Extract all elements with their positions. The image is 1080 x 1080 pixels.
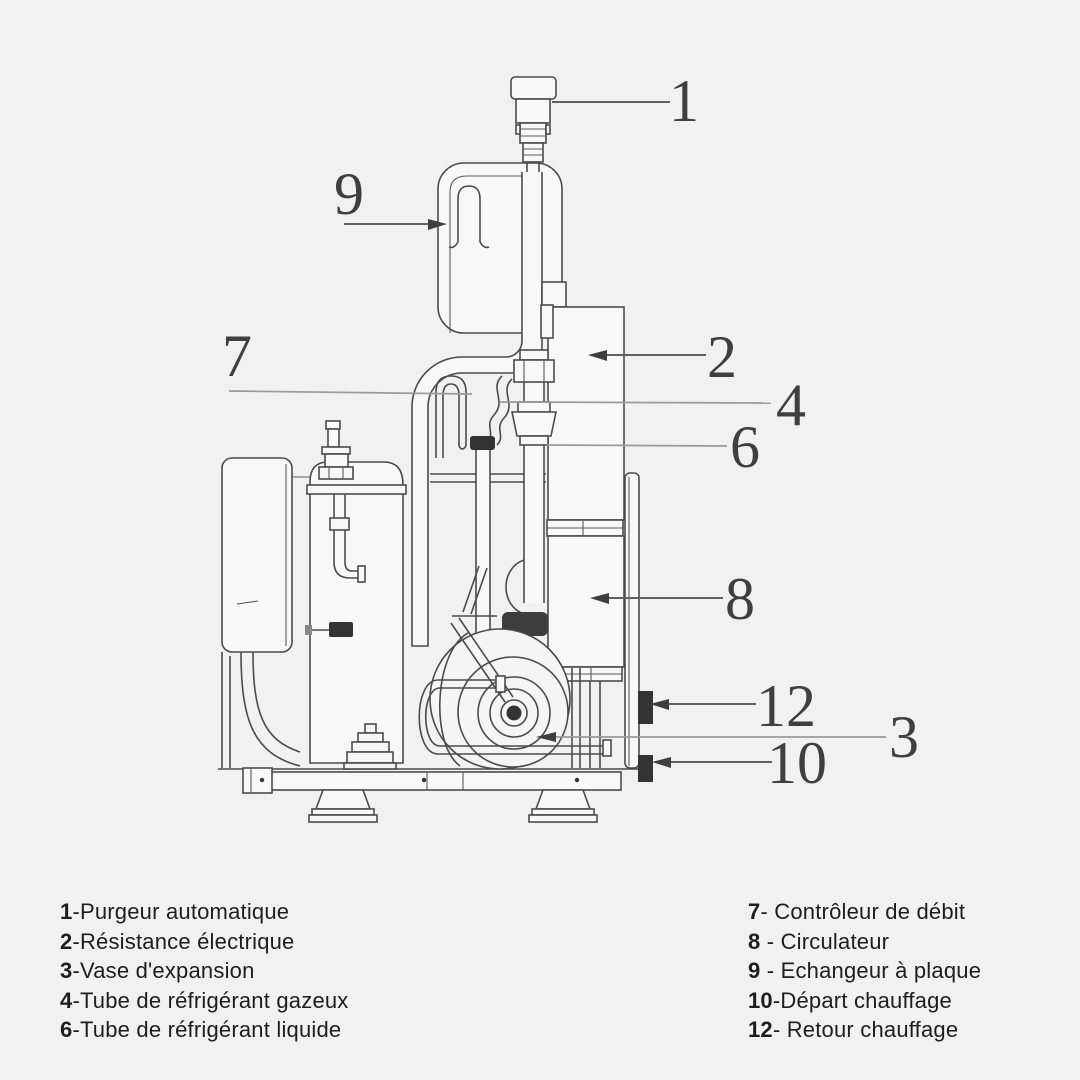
legend-label: - Echangeur à plaque (760, 958, 982, 983)
legend-num: 8 (748, 928, 761, 954)
air-vent-assembly (510, 76, 557, 334)
legend-left-column: 1-Purgeur automatique 2-Résistance élect… (60, 897, 349, 1045)
flow-controller (435, 375, 467, 458)
pump-housing-box (546, 519, 625, 682)
legend-label: -Tube de réfrigérant liquide (72, 1017, 342, 1042)
legend-item: 2-Résistance électrique (60, 927, 349, 957)
legend-item: 4-Tube de réfrigérant gazeux (60, 986, 349, 1016)
circulator-pump (418, 617, 612, 770)
base-frame (218, 767, 641, 823)
callout-12: 12 (756, 673, 816, 739)
legend-label: -Tube de réfrigérant gazeux (72, 987, 349, 1013)
legend-item: 9 - Echangeur à plaque (748, 956, 981, 986)
union-nut (511, 411, 557, 437)
callout-7: 7 (222, 323, 252, 389)
heat-pump-exploded-diagram: 1 9 7 2 4 6 8 12 3 10 (218, 68, 919, 823)
compressor-tank (305, 420, 407, 764)
legend-label: -Départ chauffage (772, 987, 952, 1013)
callout-4: 4 (776, 372, 806, 438)
legend-item: 8 - Circulateur (748, 927, 981, 957)
heating-ports (638, 691, 653, 782)
gas-tube-fitting (513, 359, 555, 383)
callout-lines (228, 101, 886, 768)
legend-num: 1 (60, 899, 73, 924)
legend-label: - Retour chauffage (772, 1017, 959, 1042)
callout-1: 1 (669, 68, 699, 134)
terminal-block (343, 723, 397, 770)
leader-4 (499, 401, 772, 404)
legend-num: 7 (748, 899, 761, 924)
vent-cap (510, 76, 557, 100)
legend-item: 10-Départ chauffage (748, 986, 981, 1016)
legend-label: - Contrôleur de débit (760, 899, 966, 924)
callout-3: 3 (889, 704, 919, 770)
legend-num: 6 (60, 1017, 73, 1042)
legend-item: 1-Purgeur automatique (60, 897, 349, 927)
legend-num: 4 (60, 987, 73, 1013)
left-side-panel (221, 457, 301, 768)
leader-7 (228, 390, 473, 395)
pump-hub (506, 705, 522, 721)
legend-item: 12- Retour chauffage (748, 1015, 981, 1045)
legend-item: 7- Contrôleur de débit (748, 897, 981, 927)
mounting-rail (624, 472, 640, 769)
legend-right-column: 7- Contrôleur de débit 8 - Circulateur 9… (748, 897, 981, 1045)
legend-label: - Circulateur (760, 928, 890, 954)
callout-8: 8 (725, 566, 755, 632)
callout-6: 6 (730, 414, 760, 480)
callout-9: 9 (334, 161, 364, 227)
callout-2: 2 (707, 324, 737, 390)
legend-num: 12 (748, 1017, 773, 1042)
legend-item: 6-Tube de réfrigérant liquide (60, 1015, 349, 1045)
electric-heater-box (540, 281, 625, 521)
valve-cluster (430, 349, 557, 640)
legend-label: -Résistance électrique (72, 928, 295, 954)
legend-label: -Vase d'expansion (72, 958, 255, 983)
return-port (638, 691, 653, 724)
legend-num: 10 (748, 987, 773, 1013)
legend-num: 2 (60, 928, 73, 954)
legend-item: 3-Vase d'expansion (60, 956, 349, 986)
supply-port (638, 755, 653, 782)
legend-label: -Purgeur automatique (72, 899, 290, 924)
callout-10: 10 (767, 730, 827, 796)
keyhole-slot (457, 185, 481, 242)
legend-num: 9 (748, 958, 761, 983)
callout-labels: 1 9 7 2 4 6 8 12 3 10 (222, 68, 919, 796)
legend-num: 3 (60, 958, 73, 983)
leader-6 (546, 444, 728, 447)
